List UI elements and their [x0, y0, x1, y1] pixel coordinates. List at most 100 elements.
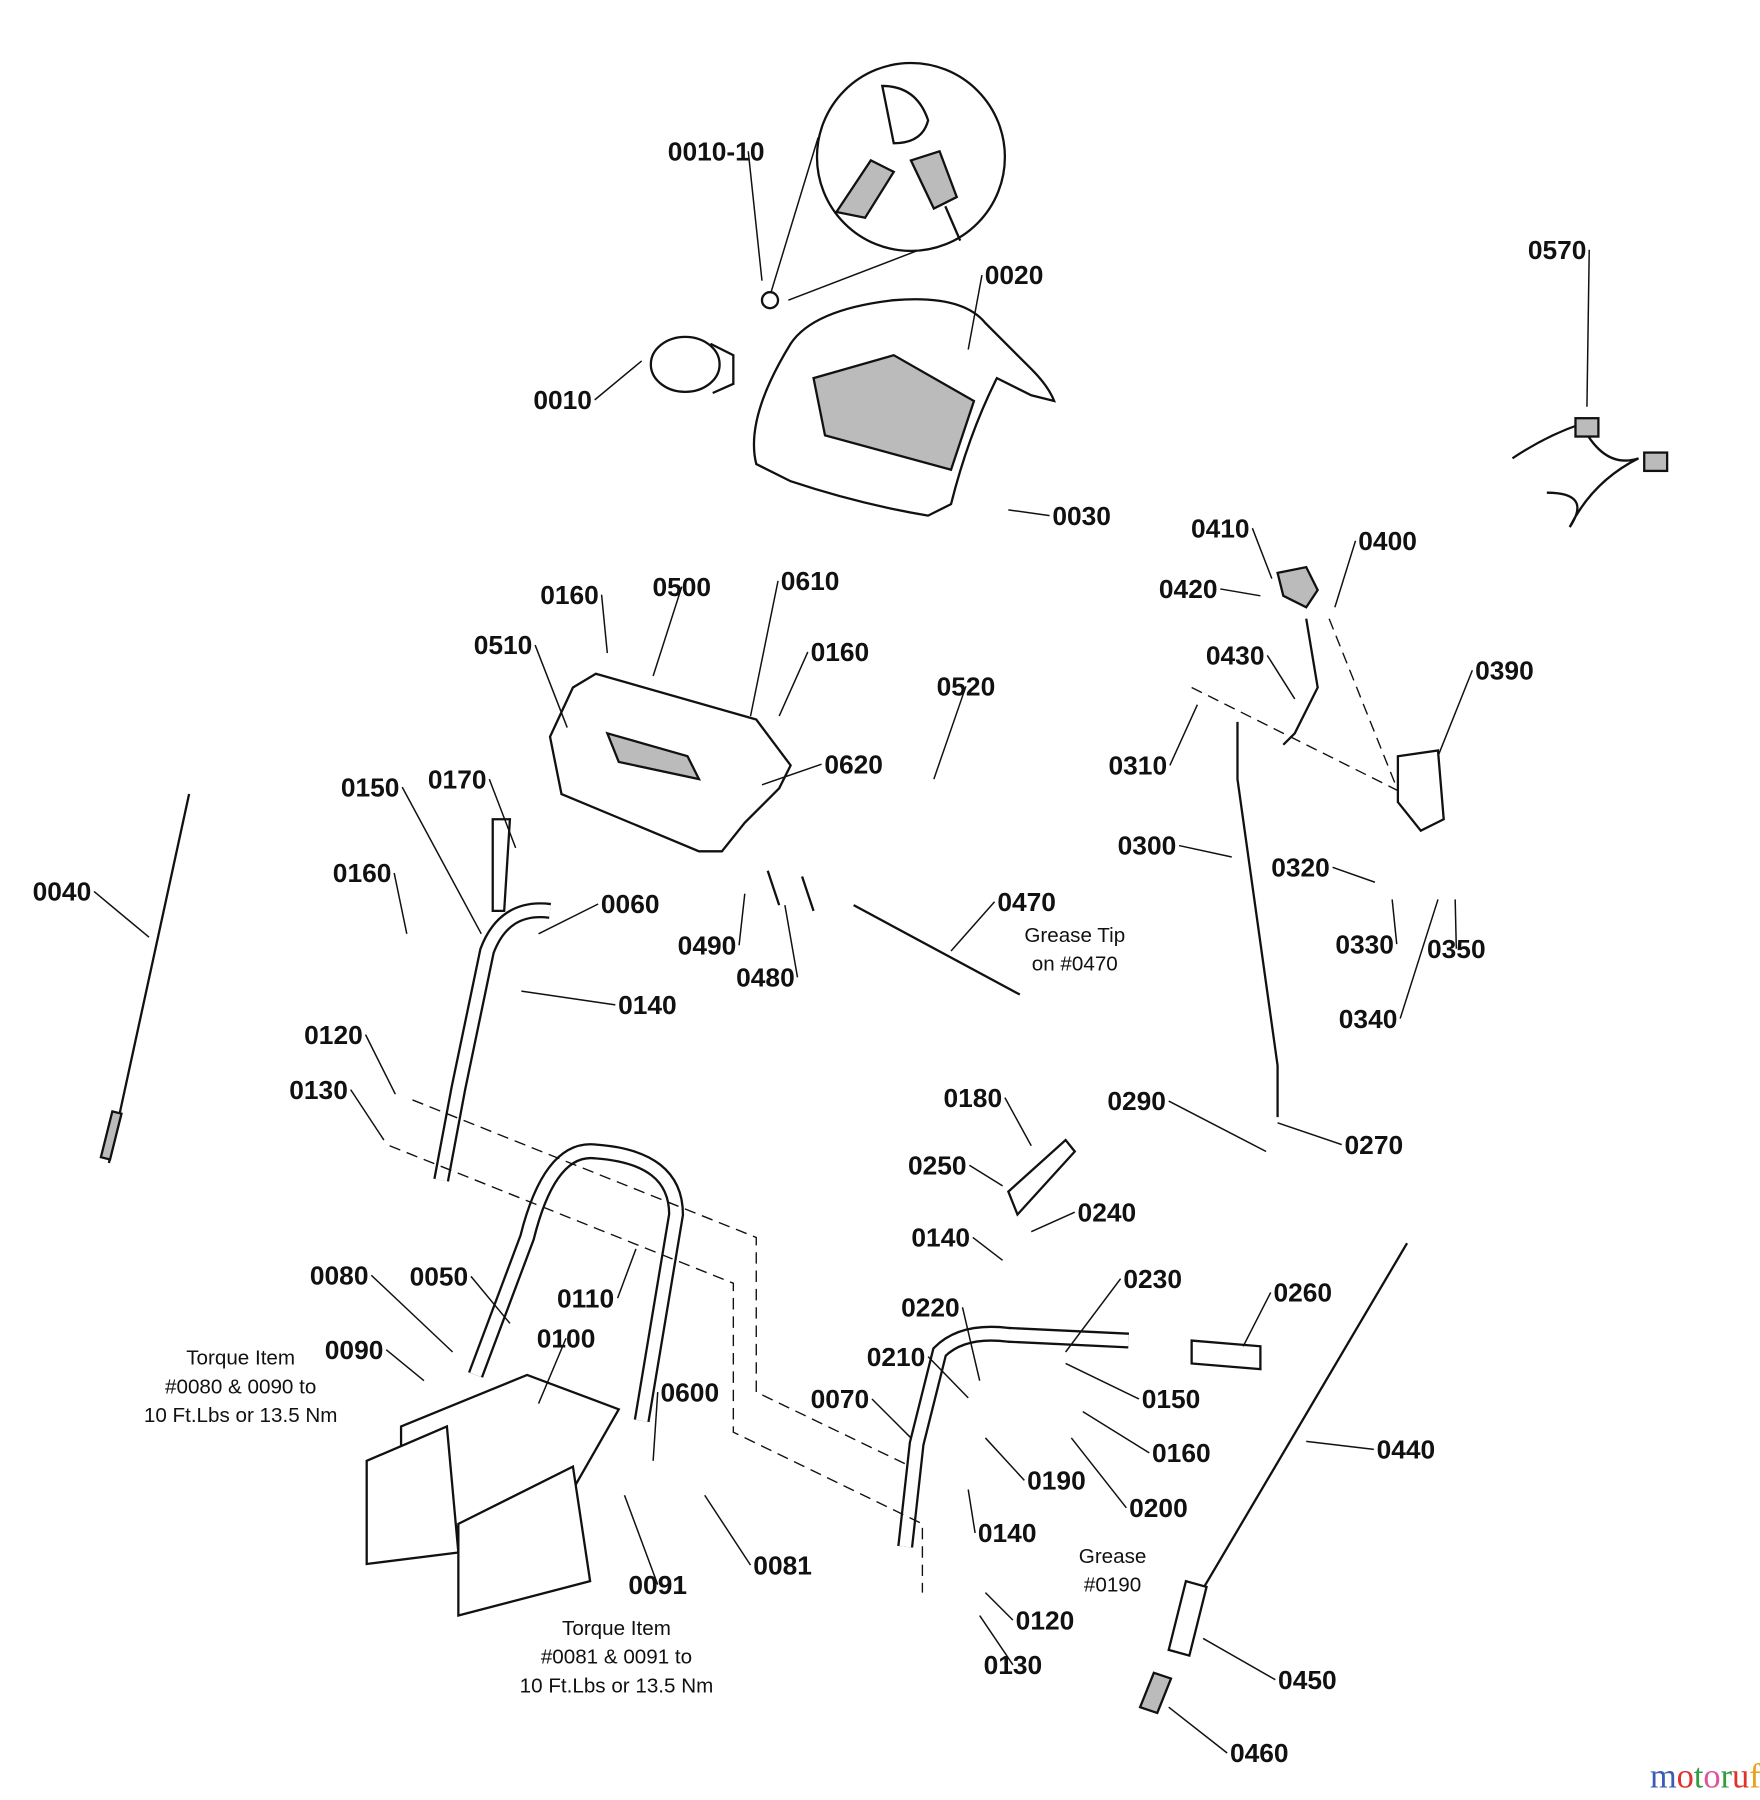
part-number-0160: 0160: [811, 637, 870, 667]
part-number-0091: 0091: [628, 1570, 687, 1600]
note-text: Grease: [1079, 1545, 1147, 1568]
grip-0170: [491, 818, 512, 913]
part-number-0460: 0460: [1230, 1738, 1289, 1768]
leader-line: [1082, 1410, 1150, 1454]
leader-line: [871, 1398, 912, 1439]
leader-line: [1586, 249, 1590, 407]
leader-line: [470, 1275, 511, 1324]
leader-line: [652, 586, 683, 677]
part-number-0100: 0100: [537, 1323, 596, 1353]
part-number-0290: 0290: [1107, 1086, 1166, 1116]
rod-0300: [1236, 721, 1279, 1118]
leader-line: [1391, 899, 1398, 945]
leader-line: [1277, 1122, 1342, 1146]
part-number-0130: 0130: [984, 1650, 1043, 1680]
upper-handle-left: [433, 902, 552, 1182]
part-number-0180: 0180: [944, 1083, 1003, 1113]
motoruf-watermark: motoruf.de: [1650, 1757, 1760, 1795]
part-number-0020: 0020: [985, 260, 1044, 290]
part-number-0010: 0010: [533, 385, 592, 415]
part-number-0440: 0440: [1377, 1435, 1436, 1465]
leader-line: [1306, 1440, 1374, 1451]
leader-line: [616, 1248, 637, 1299]
leader-line: [1030, 1211, 1076, 1233]
leader-line: [401, 786, 482, 935]
leader-line: [967, 1489, 976, 1534]
leader-line: [749, 580, 779, 717]
part-number-0040: 0040: [33, 877, 92, 907]
leader-line: [961, 1307, 981, 1381]
note-text: Grease Tip: [1024, 924, 1125, 947]
leader-line: [594, 360, 643, 401]
leader-line: [1168, 1706, 1228, 1754]
cable-0040: [107, 793, 191, 1164]
watermark-letter: o: [1677, 1757, 1694, 1795]
part-number-0210: 0210: [867, 1342, 926, 1372]
part-drawings: [99, 61, 1669, 1715]
leader-line: [933, 686, 967, 780]
leader-line: [927, 1356, 969, 1399]
bracket-0390: [1396, 749, 1445, 833]
cable-0440: [1196, 1242, 1409, 1599]
note-text: 10 Ft.Lbs or 13.5 Nm: [144, 1404, 338, 1427]
watermark-letter: r: [1721, 1757, 1733, 1795]
leader-line: [521, 990, 616, 1006]
part-number-0480: 0480: [736, 963, 795, 993]
leader-line: [537, 1337, 567, 1404]
part-number-0160: 0160: [1152, 1438, 1211, 1468]
part-number-0230: 0230: [1123, 1264, 1182, 1294]
wire-harness: [1511, 422, 1640, 528]
leader-line: [984, 1592, 1014, 1621]
leader-line: [1399, 899, 1439, 1019]
part-number-0010-10: 0010-10: [668, 136, 765, 166]
part-number-0450: 0450: [1278, 1665, 1337, 1695]
part-number-0400: 0400: [1358, 526, 1417, 556]
part-number-0190: 0190: [1027, 1465, 1086, 1495]
note-text: Torque Item: [562, 1617, 671, 1640]
part-number-0070: 0070: [811, 1384, 870, 1414]
headlight: [649, 335, 721, 393]
part-number-0080: 0080: [310, 1260, 369, 1290]
inset-detail-circle: [815, 61, 1007, 253]
leader-line: [1437, 669, 1474, 757]
leader-line: [984, 1437, 1025, 1481]
part-number-0170: 0170: [428, 764, 487, 794]
leader-line: [652, 1392, 659, 1461]
leader-line: [1004, 1097, 1032, 1147]
part-number-0520: 0520: [937, 671, 996, 701]
part-number-0430: 0430: [1206, 641, 1265, 671]
leader-line: [534, 644, 568, 728]
leader-line: [1251, 527, 1273, 579]
leader-line: [967, 274, 983, 350]
part-number-0500: 0500: [652, 572, 711, 602]
leader-line: [1220, 588, 1261, 597]
leader-line: [93, 890, 150, 938]
part-number-0150: 0150: [1142, 1384, 1201, 1414]
leader-line: [1070, 1437, 1127, 1509]
leader-line: [704, 1494, 752, 1566]
watermark-letter: f: [1749, 1757, 1760, 1795]
leader-line: [1065, 1278, 1122, 1353]
part-number-0250: 0250: [908, 1150, 967, 1180]
leader-line: [1169, 704, 1199, 766]
leader-line: [1334, 540, 1357, 608]
grip-0260: [1190, 1339, 1262, 1371]
leader-line: [370, 1274, 454, 1353]
watermark-letter: m: [1650, 1757, 1677, 1795]
part-number-0140: 0140: [618, 990, 677, 1020]
part-number-0200: 0200: [1129, 1493, 1188, 1523]
part-number-0030: 0030: [1052, 501, 1111, 531]
leader-line: [1242, 1292, 1272, 1347]
part-number-0610: 0610: [781, 566, 840, 596]
bulb-inset: [834, 158, 896, 219]
leader-line: [784, 905, 799, 978]
leader-line: [738, 893, 746, 946]
part-number-0260: 0260: [1273, 1278, 1332, 1308]
note-text: Torque Item: [186, 1347, 295, 1370]
leader-line: [979, 1615, 1014, 1666]
leader-line: [1454, 899, 1458, 949]
part-number-0340: 0340: [1339, 1004, 1398, 1034]
